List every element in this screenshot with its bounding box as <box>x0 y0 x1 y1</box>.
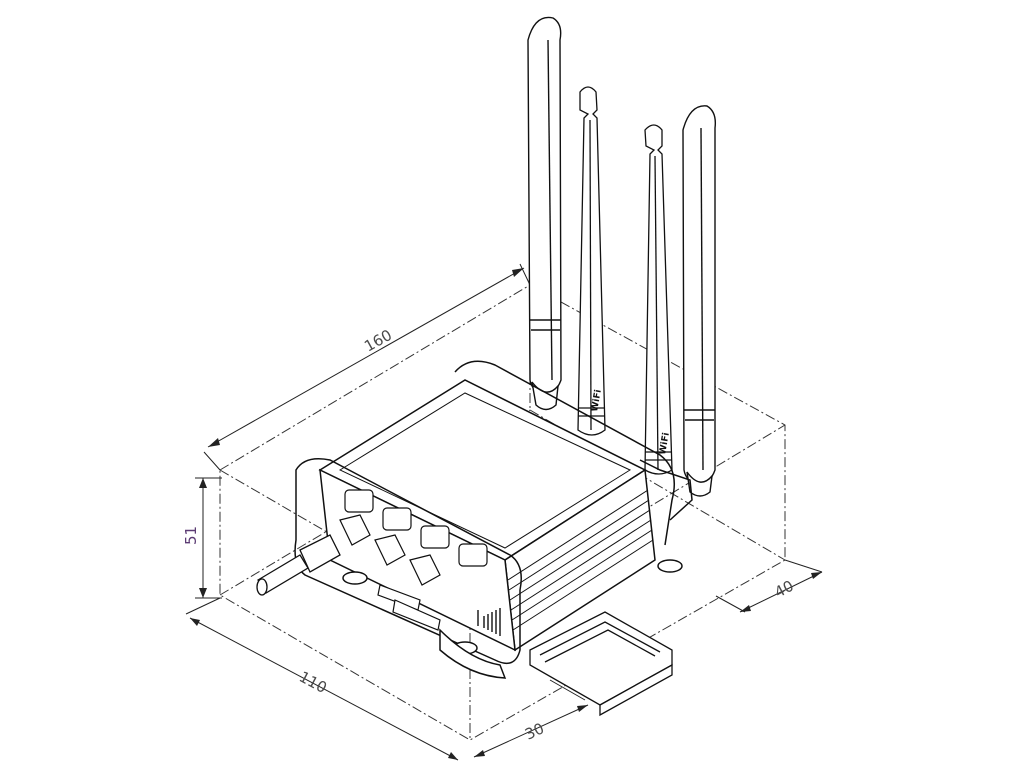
power-connector <box>256 534 341 596</box>
front-connectors <box>339 489 488 631</box>
dimension-arrows <box>190 268 822 760</box>
wifi-label-left: WiFi <box>590 389 604 413</box>
dimension-label-110: 110 <box>296 668 330 697</box>
dimension-label-40: 40 <box>771 577 796 602</box>
antenna-tall-right <box>682 105 717 497</box>
wifi-label-right: WiFi <box>658 432 672 456</box>
dimension-lines <box>185 263 823 761</box>
antenna-tall-left <box>527 16 562 411</box>
din-rail <box>529 611 673 717</box>
signal-strength-icon <box>477 608 501 636</box>
dimension-label-30: 30 <box>522 719 547 743</box>
antenna-wifi-left <box>577 86 606 436</box>
dimension-label-51: 51 <box>182 526 200 545</box>
antenna-wifi-right <box>644 124 673 475</box>
